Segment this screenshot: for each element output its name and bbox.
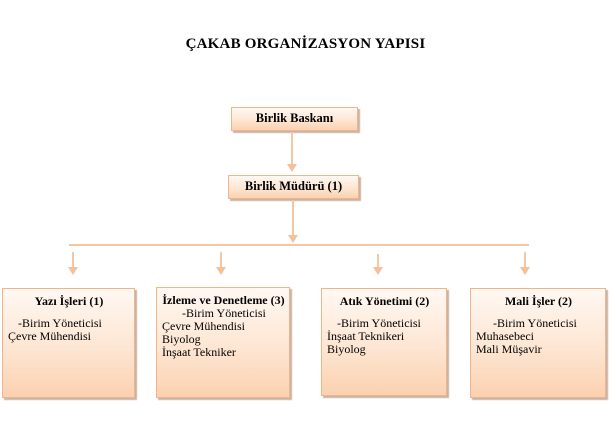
department-member: -Birim Yöneticisi xyxy=(182,306,266,320)
president-label: Birlik Baskanı xyxy=(255,111,334,125)
department-member: Mali Müşavir xyxy=(476,342,542,356)
department-member: İnşaat Teknikeri xyxy=(327,329,405,343)
department-member: Muhasebeci xyxy=(476,329,534,343)
department-member: Çevre Mühendisi xyxy=(162,319,245,333)
department-member: Çevre Mühendisi xyxy=(8,329,91,343)
connector-drop-2 xyxy=(220,252,222,268)
department-member: Biyolog xyxy=(162,332,201,346)
department-box[interactable]: Yazı İşleri (1) -Birim Yöneticisi Çevre … xyxy=(2,288,135,398)
arrow-down-icon xyxy=(68,267,78,275)
department-box[interactable]: Mali İşler (2) -Birim Yöneticisi Muhaseb… xyxy=(470,288,606,398)
connector-drop-4 xyxy=(524,252,526,268)
director-box[interactable]: Birlik Müdürü (1) xyxy=(228,175,359,199)
department-title: Atık Yönetimi (2) xyxy=(339,294,430,308)
department-box[interactable]: İzleme ve Denetleme (3) -Birim Yöneticis… xyxy=(156,287,290,398)
connector-drop-3 xyxy=(377,254,379,268)
chart-title: ÇAKAB ORGANİZASYON YAPISI xyxy=(185,36,426,52)
arrow-down-icon xyxy=(216,267,226,275)
department-member: -Birim Yöneticisi xyxy=(493,316,577,330)
director-label: Birlik Müdürü (1) xyxy=(244,179,343,193)
connector-bus xyxy=(69,244,529,246)
department-member: -Birim Yöneticisi xyxy=(18,316,102,330)
connector-director-bus xyxy=(292,200,294,236)
arrow-down-icon xyxy=(287,164,297,172)
department-member: Biyolog xyxy=(327,342,366,356)
department-title: Mali İşler (2) xyxy=(504,294,573,308)
department-title: İzleme ve Denetleme (3) xyxy=(162,293,285,307)
department-member: İnşaat Tekniker xyxy=(162,345,236,359)
arrow-down-icon xyxy=(520,267,530,275)
department-title: Yazı İşleri (1) xyxy=(34,294,104,308)
department-box[interactable]: Atık Yönetimi (2) -Birim Yöneticisi İnşa… xyxy=(321,288,447,396)
connector-drop-1 xyxy=(72,252,74,268)
department-member: -Birim Yöneticisi xyxy=(337,316,421,330)
connector-president-director xyxy=(291,132,293,165)
president-box[interactable]: Birlik Baskanı xyxy=(231,107,358,131)
arrow-down-icon xyxy=(373,267,383,275)
arrow-down-icon xyxy=(288,235,298,243)
